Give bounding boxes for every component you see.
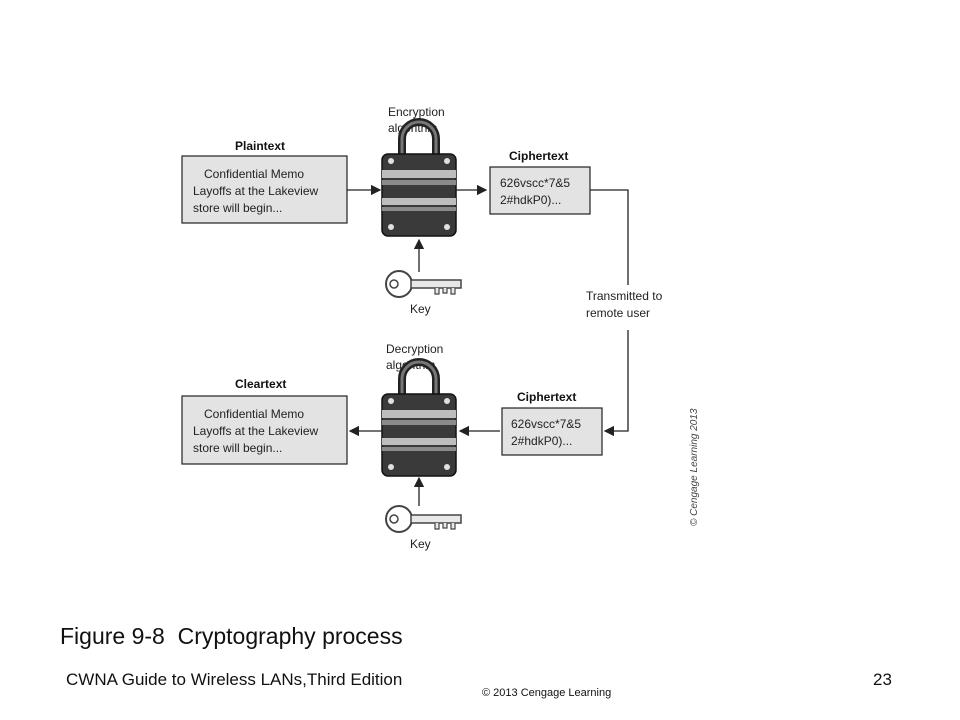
figure-title: Cryptography process xyxy=(177,623,403,649)
ciphertext-bottom-line-2: 2#hdkP0)... xyxy=(511,434,572,448)
footer-book-title: CWNA Guide to Wireless LANs,Third Editio… xyxy=(66,670,403,689)
ciphertext-top-title: Ciphertext xyxy=(509,149,568,163)
cleartext-line-2: Layoffs at the Lakeview xyxy=(193,424,319,438)
cleartext-box xyxy=(181,395,348,465)
page-number: 23 xyxy=(873,670,892,689)
figure-number: Figure 9-8 xyxy=(60,623,165,649)
ciphertext-bottom-line-1: 626vscc*7&5 xyxy=(511,417,581,431)
encryption-key-label: Key xyxy=(410,302,431,316)
ciphertext-bottom-box xyxy=(501,407,603,456)
transmission-line-bottom xyxy=(603,330,629,437)
transmit-label-line-1: Transmitted to xyxy=(586,289,663,303)
plaintext-line-2: Layoffs at the Lakeview xyxy=(193,184,319,198)
decryption-label-line-1: Decryption xyxy=(386,342,443,356)
figure-caption: Figure 9-8 Cryptography process xyxy=(60,623,403,650)
transmit-label-line-2: remote user xyxy=(586,306,650,320)
ciphertext-bottom-title: Ciphertext xyxy=(517,390,576,404)
cleartext-line-3: store will begin... xyxy=(193,441,282,455)
ciphertext-top-box xyxy=(489,166,591,215)
decryption-padlock-icon xyxy=(382,362,456,476)
ciphertext-top-line-2: 2#hdkP0)... xyxy=(500,193,561,207)
decryption-key-label: Key xyxy=(410,537,431,551)
cleartext-title: Cleartext xyxy=(235,377,286,391)
plaintext-title: Plaintext xyxy=(235,139,285,153)
footer-copyright: © 2013 Cengage Learning xyxy=(482,687,612,699)
transmission-line-top xyxy=(590,189,629,285)
plaintext-line-3: store will begin... xyxy=(193,201,282,215)
vertical-copyright: © Cengage Learning 2013 xyxy=(689,408,700,526)
encryption-label-line-1: Encryption xyxy=(388,105,445,119)
encryption-key-icon xyxy=(385,270,462,298)
ciphertext-top-line-1: 626vscc*7&5 xyxy=(500,176,570,190)
plaintext-box xyxy=(181,155,348,224)
cleartext-line-1: Confidential Memo xyxy=(204,407,304,421)
decryption-key-icon xyxy=(385,505,462,533)
plaintext-line-1: Confidential Memo xyxy=(204,167,304,181)
encryption-padlock-icon xyxy=(382,122,456,236)
